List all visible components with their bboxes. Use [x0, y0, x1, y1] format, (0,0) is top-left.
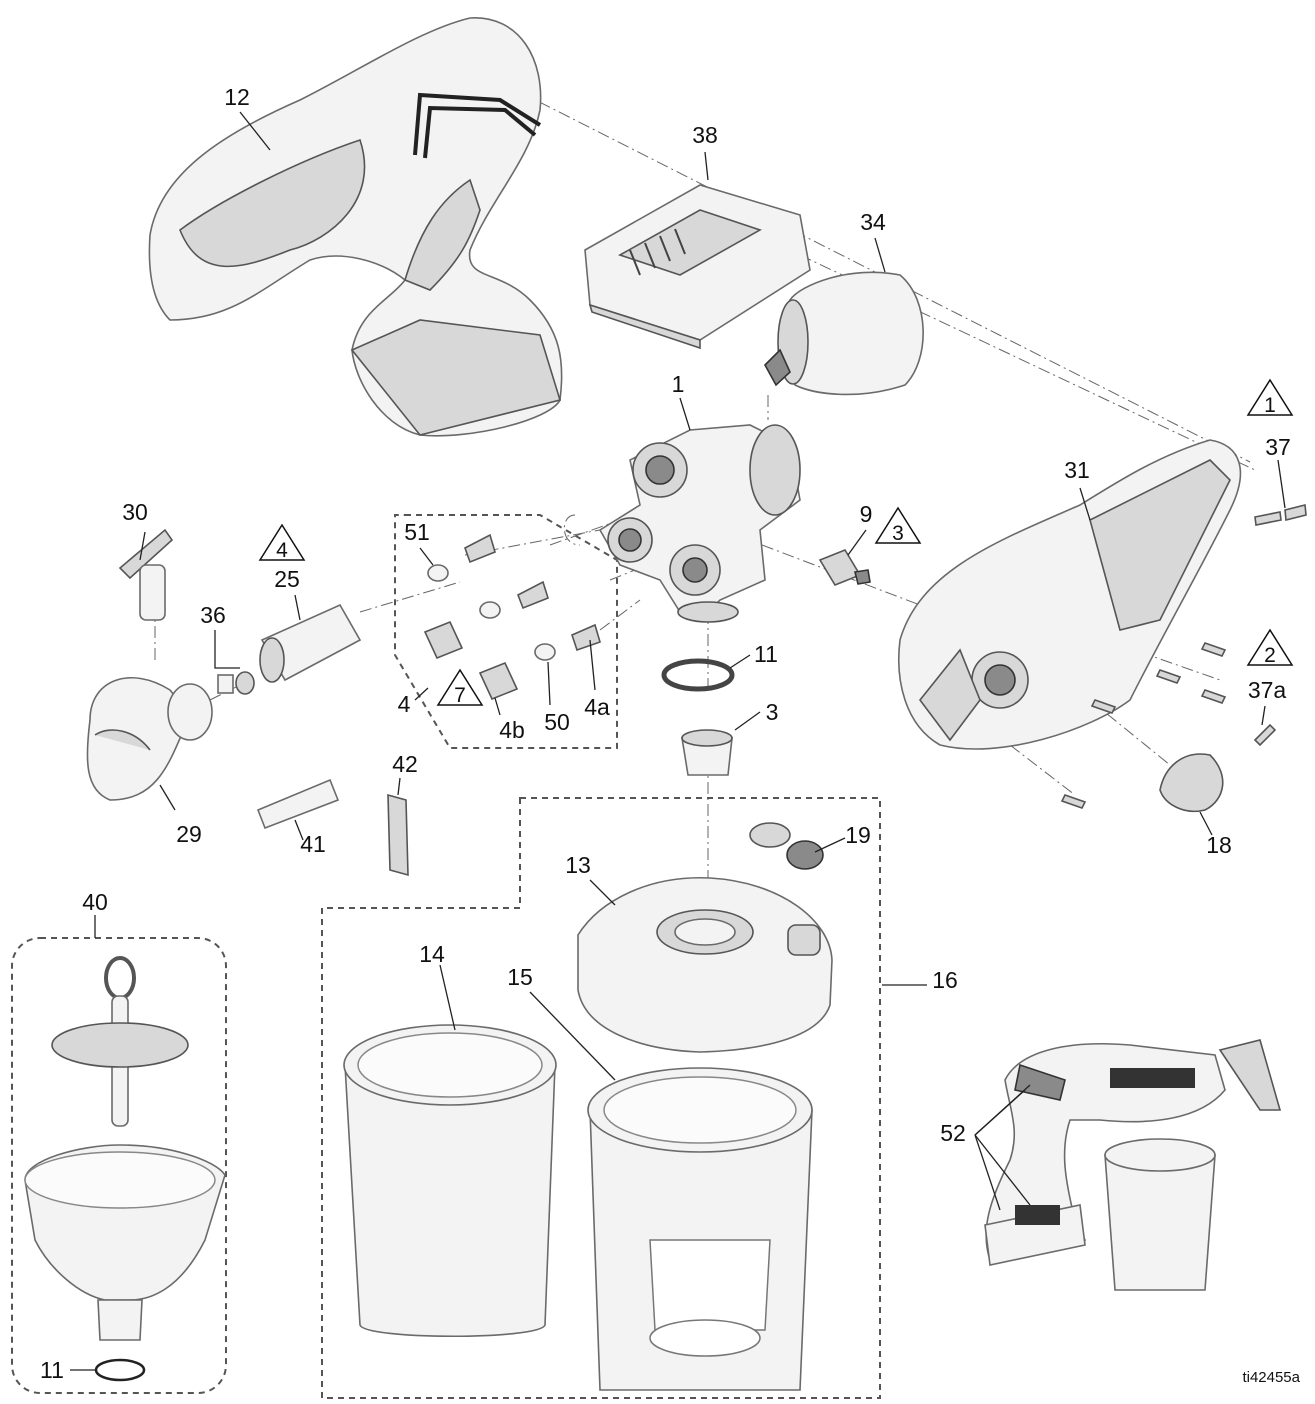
kit-40-box [11, 937, 227, 1394]
callout-52: 52 [940, 1120, 966, 1146]
part-41-tube [256, 778, 340, 830]
callout-4: 4 [398, 691, 411, 717]
callout-40: 40 [82, 889, 108, 915]
part-18-knob [1159, 753, 1224, 812]
warning-triangle-2: 2 [1246, 628, 1294, 667]
callout-51: 51 [404, 519, 430, 545]
warning-triangle-4: 4 [258, 523, 306, 562]
part-9-valve [818, 549, 871, 586]
callout-25: 25 [274, 566, 300, 592]
warning-triangle-7: 7 [436, 668, 484, 707]
callout-19: 19 [845, 822, 871, 848]
part-1-pump-housing [598, 424, 801, 623]
callout-31: 31 [1064, 457, 1090, 483]
callout-1: 1 [672, 371, 685, 397]
part-52-assembled-sprayer [984, 1039, 1282, 1291]
callout-37: 37 [1265, 434, 1291, 460]
callout-37a: 37a [1248, 677, 1287, 703]
part-34-motor [764, 271, 924, 396]
callout-38: 38 [692, 122, 718, 148]
screws-housing [1060, 642, 1277, 809]
callout-labels: 12 38 34 1 37 31 30 51 25 36 9 11 3 37a … [40, 84, 1291, 1383]
callout-14: 14 [419, 941, 445, 967]
part-38-battery [584, 184, 811, 350]
callout-36: 36 [200, 602, 226, 628]
warning-triangle-3: 3 [874, 506, 922, 545]
warning-triangle-1: 1 [1246, 378, 1294, 417]
part-30-spray-tip [118, 528, 174, 621]
part-29-guard [86, 676, 213, 801]
part-11-o-ring-top [661, 658, 735, 692]
figure-reference: ti42455a [1242, 1369, 1300, 1386]
part-40-strainer-funnel [24, 956, 226, 1382]
part-36-seals [217, 671, 255, 695]
kit-4-parts [423, 533, 601, 701]
callout-11-top: 11 [754, 641, 778, 667]
callout-12: 12 [224, 84, 250, 110]
part-31-right-housing [897, 439, 1242, 750]
svg-text:3: 3 [892, 522, 904, 545]
kit-4-box [394, 514, 618, 749]
part-15-cup-holder [587, 1067, 813, 1391]
callout-3: 3 [766, 699, 779, 725]
callout-11-bottom: 11 [40, 1357, 64, 1383]
callout-15: 15 [507, 964, 533, 990]
part-13-lid [577, 876, 833, 1053]
part-25-nozzle [259, 603, 362, 683]
callout-4a: 4a [584, 694, 610, 720]
leader-lines [70, 111, 1286, 1371]
svg-text:7: 7 [454, 684, 466, 707]
svg-text:4: 4 [276, 539, 288, 562]
callout-42: 42 [392, 751, 418, 777]
kit-16-box [321, 797, 881, 1399]
callout-18: 18 [1206, 832, 1232, 858]
callout-41: 41 [300, 831, 326, 857]
callout-34: 34 [860, 209, 886, 235]
callout-16: 16 [932, 967, 958, 993]
callout-30: 30 [122, 499, 148, 525]
callout-50: 50 [544, 709, 570, 735]
callout-13: 13 [565, 852, 591, 878]
part-42-label [387, 793, 409, 877]
svg-text:1: 1 [1264, 394, 1276, 417]
part-3-adapter [681, 729, 733, 776]
callout-9: 9 [860, 501, 873, 527]
part-12-left-housing [148, 17, 563, 437]
part-14-cup [343, 1024, 557, 1337]
callout-4b: 4b [499, 717, 525, 743]
screws-37 [1254, 503, 1307, 526]
callout-29: 29 [176, 821, 202, 847]
svg-text:2: 2 [1264, 644, 1276, 667]
part-19-cap [749, 822, 824, 870]
